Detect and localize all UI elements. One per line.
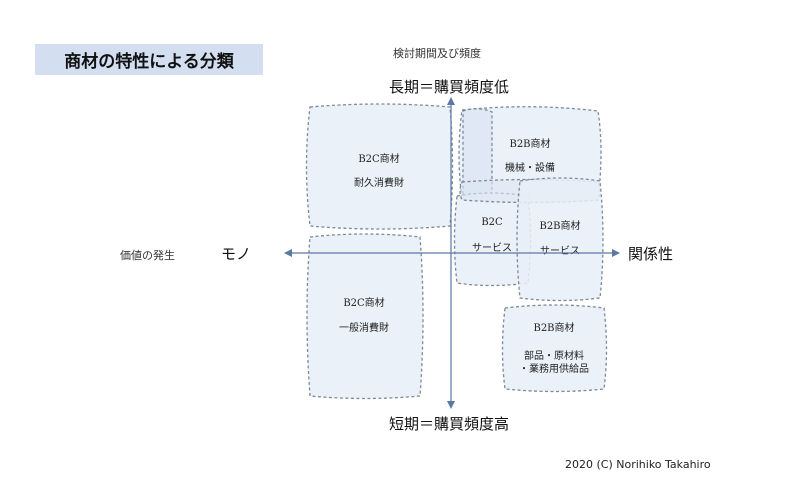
arrow-right-icon	[612, 249, 620, 257]
box-line1: B2C	[481, 217, 503, 228]
box-line2: サービス	[540, 245, 580, 257]
axes	[284, 97, 620, 409]
box-b2b-service: B2B商材 サービス	[516, 177, 604, 302]
box-b2c-durable: B2C商材 耐久消費財	[305, 103, 454, 230]
box-line2: 耐久消費財	[354, 176, 404, 189]
box-line1: B2B商材	[533, 321, 574, 334]
arrow-left-icon	[284, 249, 292, 257]
box-shape	[306, 233, 424, 400]
axis-left-small-label: 価値の発生	[120, 249, 175, 262]
box-shape	[516, 177, 604, 302]
box-line2: サービス	[472, 242, 512, 254]
box-line2: 部品・原材料	[524, 349, 584, 362]
box-line2: 一般消費財	[339, 321, 389, 334]
arrow-up-icon	[447, 97, 455, 105]
box-line2: 機械・設備	[505, 161, 555, 174]
axis-right-label: 関係性	[628, 245, 674, 263]
box-b2b-parts: B2B商材 部品・原材料 ・業務用供給品	[501, 304, 608, 393]
box-line1: B2B商材	[509, 137, 550, 150]
axis-left-label: モノ	[221, 245, 252, 263]
box-shape	[501, 304, 608, 393]
diagram-title: 商材の特性による分類	[35, 44, 263, 75]
axis-top-small-label: 検討期間及び頻度	[393, 47, 481, 60]
box-shape	[305, 103, 454, 230]
copyright-text: 2020 (C) Norihiko Takahiro	[565, 458, 711, 471]
box-b2c-consumer: B2C商材 一般消費財	[306, 233, 424, 400]
box-line3: ・業務用供給品	[519, 362, 589, 375]
axis-top-label: 長期＝購買頻度低	[389, 78, 510, 96]
box-line1: B2B商材	[539, 219, 580, 232]
box-line1: B2C商材	[358, 152, 399, 165]
box-b2c-service: B2C サービス	[453, 192, 532, 287]
box-line1: B2C商材	[343, 296, 384, 309]
arrow-down-icon	[447, 401, 455, 409]
axis-bottom-label: 短期＝購買頻度高	[389, 415, 510, 433]
